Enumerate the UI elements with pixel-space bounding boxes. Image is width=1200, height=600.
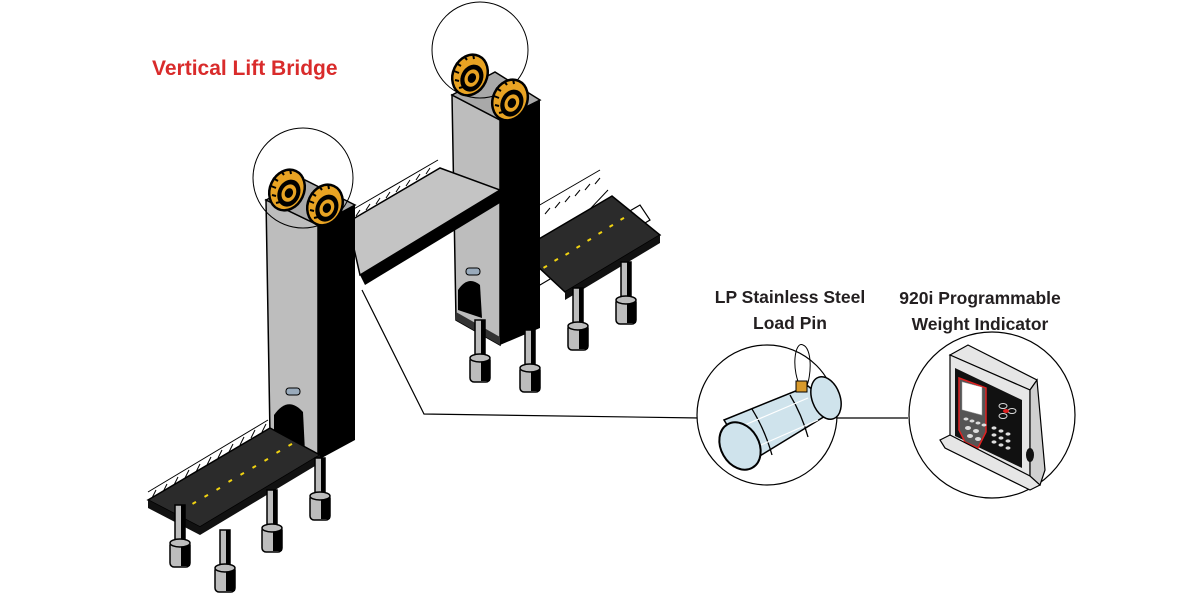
- right-sheave-detail-circle: [431, 1, 529, 99]
- left-roadway: [146, 419, 331, 593]
- lane-markings: [543, 217, 625, 269]
- load-pin-label-line1: LP Stainless Steel: [714, 287, 866, 307]
- weight-indicator-icon: [908, 331, 1076, 499]
- weight-indicator-label: 920i Programmable Weight Indicator: [880, 285, 1080, 337]
- load-pin-label-line2: Load Pin: [753, 313, 827, 333]
- right-tower: [450, 71, 542, 393]
- load-pin-label: LP Stainless Steel Load Pin: [680, 284, 900, 336]
- right-roadway: [518, 169, 662, 351]
- lift-span: [346, 159, 505, 285]
- diagram-title: Vertical Lift Bridge: [152, 57, 338, 80]
- left-sheave-detail-circle: [252, 127, 354, 229]
- load-pin-icon: [696, 344, 842, 486]
- weight-indicator-label-line1: 920i Programmable: [899, 288, 1061, 308]
- leader-line: [361, 289, 701, 419]
- weight-indicator-label-line2: Weight Indicator: [911, 314, 1049, 334]
